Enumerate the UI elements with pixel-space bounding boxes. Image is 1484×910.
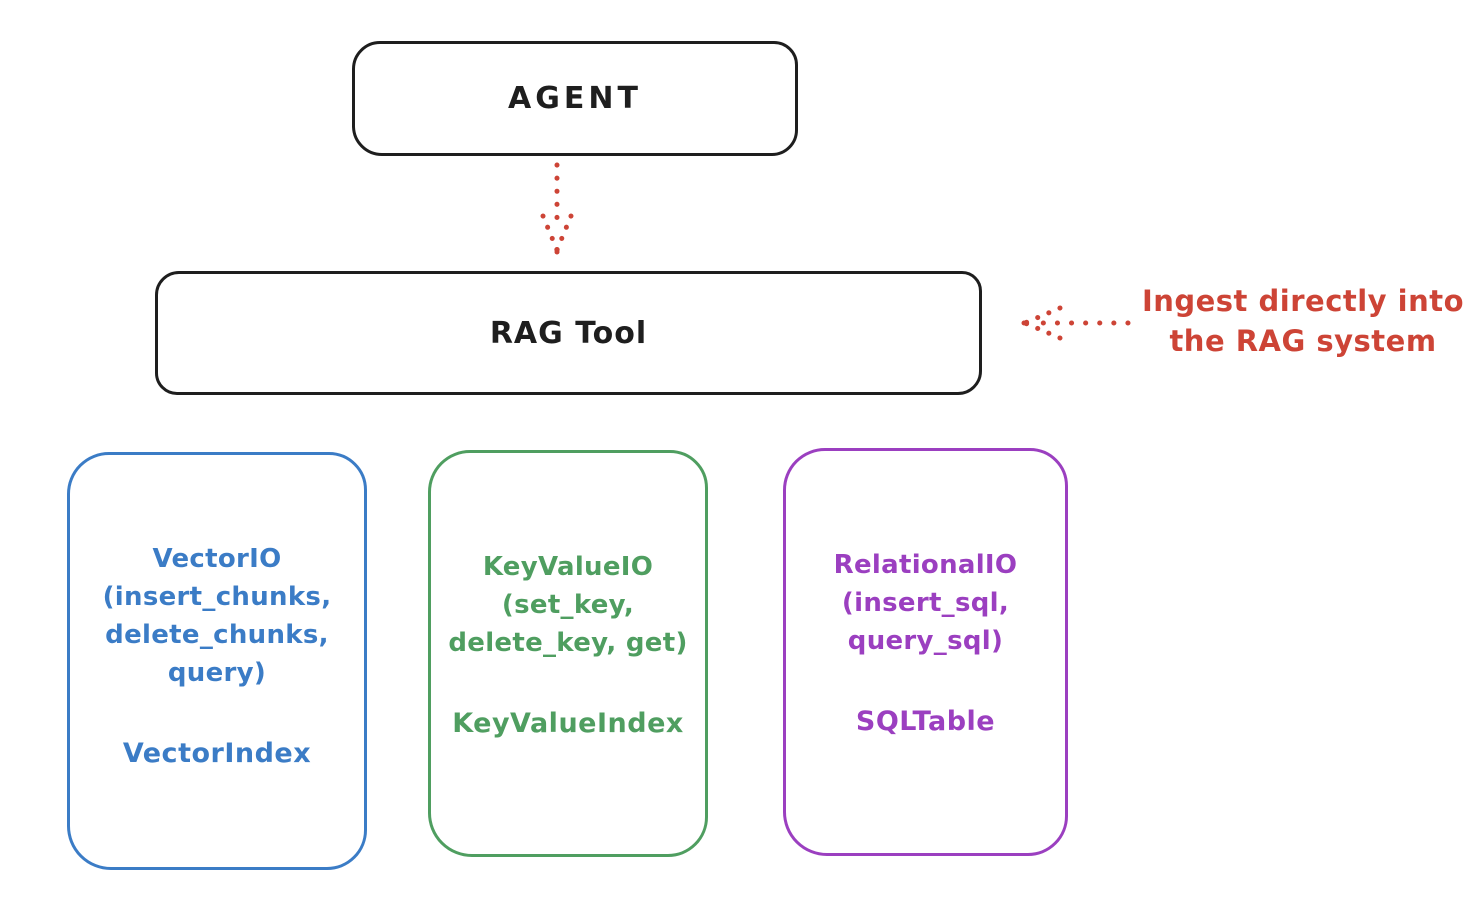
annotation-line-1: Ingest directly into xyxy=(1141,284,1465,318)
backend-line: VectorIO xyxy=(152,544,282,574)
agent-to-rag-tool-arrow-icon xyxy=(540,162,574,255)
annotation-to-rag-tool-arrow-icon xyxy=(1021,305,1131,341)
backend-line: (insert_chunks, xyxy=(102,582,332,612)
backend-line: delete_key, get) xyxy=(448,628,688,658)
annotation-line-2: the RAG system xyxy=(1169,324,1437,358)
backend-box-vectorio: VectorIO (insert_chunks, delete_chunks, … xyxy=(67,452,367,870)
backend-line: KeyValueIO xyxy=(482,552,654,582)
backend-line: query_sql) xyxy=(847,626,1004,656)
backend-line: (set_key, xyxy=(501,590,635,620)
rag-tool-box: RAG Tool xyxy=(155,271,982,395)
backend-index-label: VectorIndex xyxy=(122,738,312,769)
backend-box-relationalio: RelationalIO (insert_sql, query_sql) SQL… xyxy=(783,448,1068,856)
agent-box: AGENT xyxy=(352,41,798,156)
backend-line: (insert_sql, xyxy=(841,588,1010,618)
rag-tool-label: RAG Tool xyxy=(489,315,648,351)
backend-box-keyvalueio: KeyValueIO (set_key, delete_key, get) Ke… xyxy=(428,450,708,857)
backend-line: query) xyxy=(167,658,267,688)
ingest-annotation: Ingest directly into the RAG system xyxy=(1128,281,1478,361)
backend-index-label: SQLTable xyxy=(855,706,996,737)
backend-line: delete_chunks, xyxy=(105,620,329,650)
backend-index-label: KeyValueIndex xyxy=(452,708,684,739)
backend-line: RelationalIO xyxy=(833,550,1018,580)
agent-label: AGENT xyxy=(508,81,642,116)
